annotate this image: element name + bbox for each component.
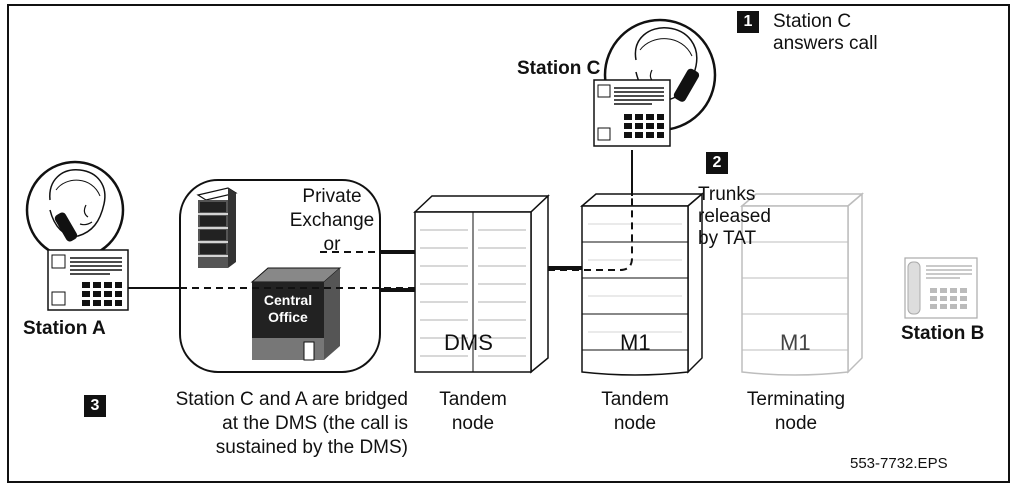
figure-frame <box>7 4 1010 483</box>
step-2-badge: 2 <box>706 152 728 174</box>
step-3-badge: 3 <box>84 395 106 417</box>
station-b-label: Station B <box>901 323 985 344</box>
central-office-icon <box>250 267 342 361</box>
m1-tandem-cabinet-icon <box>579 192 705 376</box>
m1-tandem-node-caption-line-1: Tandem <box>601 389 669 410</box>
released-trunk-path <box>548 150 633 271</box>
step-1-text-line-2: answers call <box>773 33 878 54</box>
step-3-text-line-2: at the DMS (the call is <box>222 413 408 434</box>
dms-cabinet-icon <box>413 194 550 374</box>
exchange-label-line-3: or <box>323 234 341 255</box>
dms-node-mark: DMS <box>444 330 493 355</box>
step-1-badge: 1 <box>737 11 759 33</box>
m1-terminating-cabinet-icon <box>739 192 865 376</box>
m1-tandem-node-caption-line-2: node <box>613 413 657 434</box>
station-c-label: Station C <box>517 58 601 79</box>
exchange-label-line-2: Exchange <box>289 210 375 231</box>
step-2-text-line-3: by TAT <box>698 228 757 249</box>
step-1-text-line-1: Station C <box>773 11 852 32</box>
central-office-label-line-1: Central <box>263 292 313 308</box>
step-2-text-line-1: Trunks <box>698 184 756 205</box>
figure-id: 553-7732.EPS <box>850 455 948 472</box>
station-c-phone-icon <box>593 79 671 147</box>
dms-node-caption-line-1: Tandem <box>439 389 507 410</box>
station-b-phone-icon <box>904 257 978 319</box>
step-3-text-line-1: Station C and A are bridged <box>175 389 408 410</box>
m1-tandem-node-mark: M1 <box>620 330 651 355</box>
m1-terminating-node-mark: M1 <box>780 330 811 355</box>
step-3-text-line-3: sustained by the DMS) <box>215 437 408 458</box>
m1-terminating-node-caption-line-1: Terminating <box>746 389 846 410</box>
station-a-phone-icon <box>47 249 129 311</box>
station-a-label: Station A <box>23 318 106 339</box>
central-office-label-line-2: Office <box>268 309 308 325</box>
exchange-label-line-1: Private <box>302 186 362 207</box>
step-2-text-line-2: released <box>698 206 771 227</box>
m1-terminating-node-caption-line-2: node <box>774 413 818 434</box>
station-a-person-icon <box>25 160 125 260</box>
private-exchange-icon <box>196 187 238 268</box>
dms-node-caption-line-2: node <box>451 413 495 434</box>
